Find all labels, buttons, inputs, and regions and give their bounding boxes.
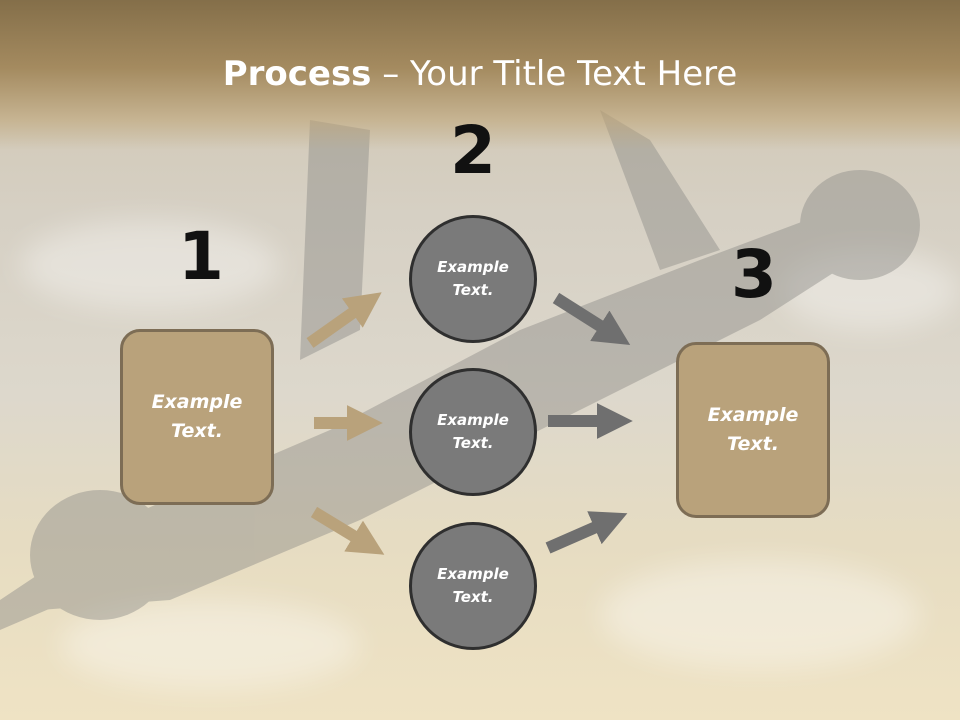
cloud: [780, 250, 960, 330]
circle-3-line2: Text.: [452, 588, 494, 606]
arrow-to-circle-3: [310, 506, 385, 555]
title-rest: – Your Title Text Here: [371, 54, 738, 94]
circle-1-line2: Text.: [452, 281, 494, 299]
title-band: [0, 0, 960, 150]
step-number-1: 1: [178, 218, 224, 295]
page-title: Process – Your Title Text Here: [0, 54, 960, 94]
cloud: [20, 220, 280, 310]
step-number-3: 3: [731, 236, 777, 313]
circle-2-line2: Text.: [452, 434, 494, 452]
left-box-line2: Text.: [171, 420, 223, 442]
right-box-line1: Example: [707, 404, 799, 426]
circle-1-line1: Example: [437, 258, 509, 276]
arrow-from-circle-3: [545, 511, 628, 554]
circle-3-line1: Example: [437, 565, 509, 583]
title-bold: Process: [222, 54, 372, 94]
arrow-from-circle-1: [552, 292, 631, 345]
step-number-2: 2: [450, 112, 496, 189]
cloud: [600, 560, 920, 670]
cloud: [60, 600, 360, 690]
left-box-line1: Example: [151, 391, 243, 413]
arrow-to-circle-1: [306, 292, 382, 348]
circle-2-line1: Example: [437, 411, 509, 429]
right-box-line2: Text.: [727, 433, 779, 455]
